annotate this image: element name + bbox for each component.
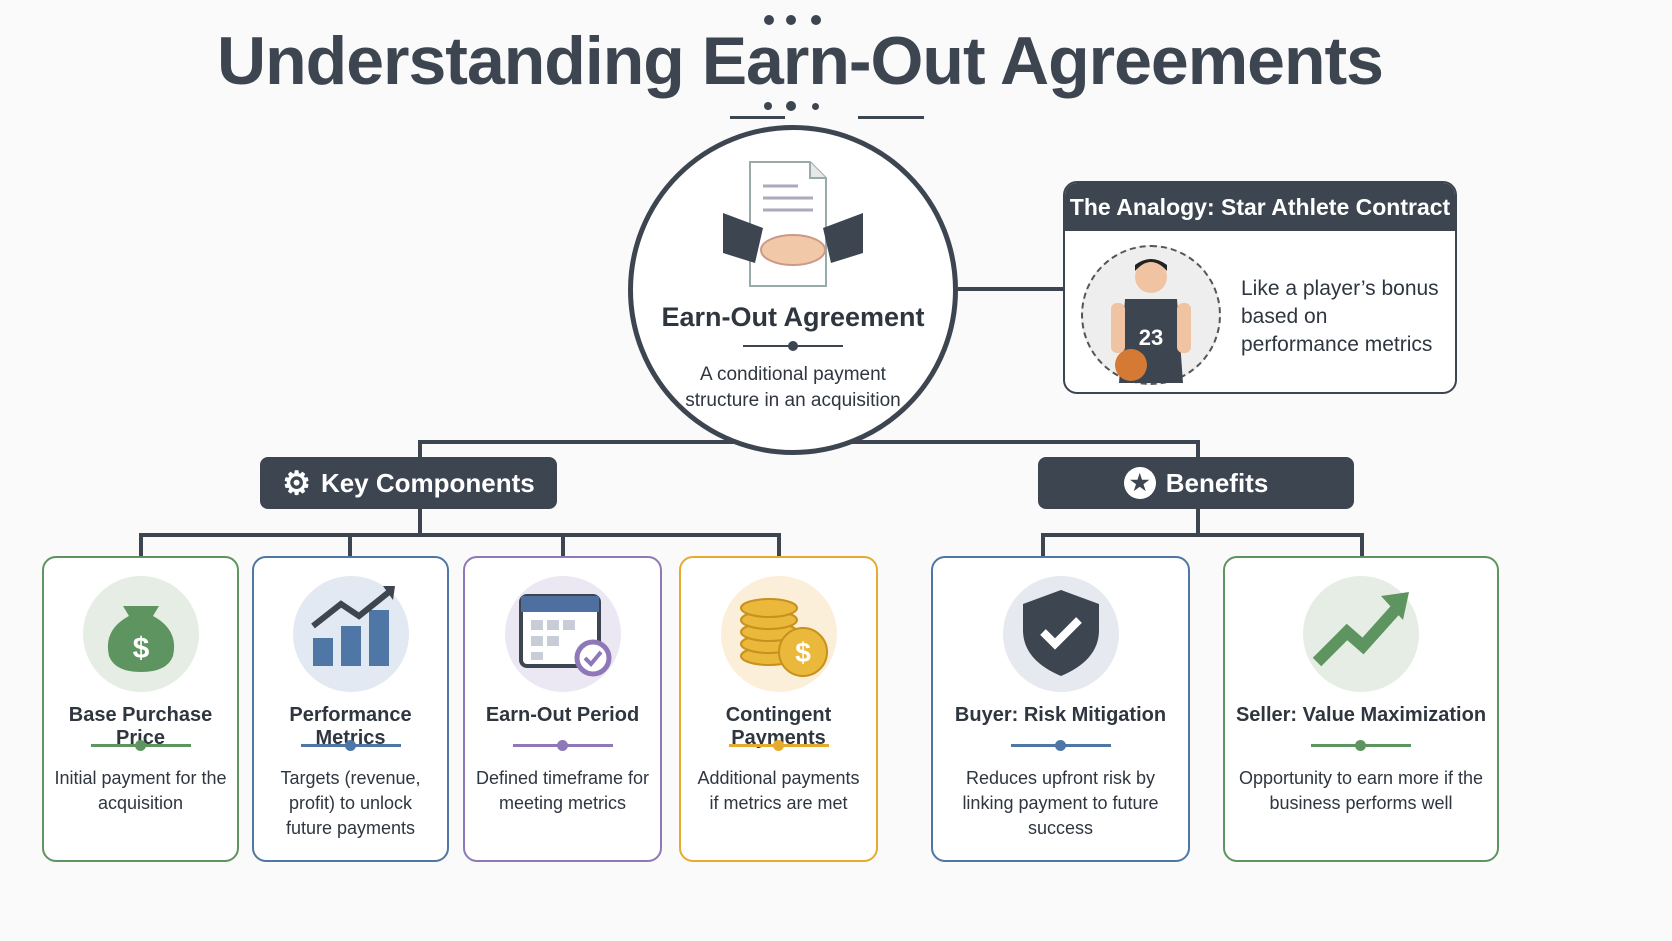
money-bag-icon: $	[82, 576, 199, 692]
trend-up-arrow-icon	[1303, 576, 1419, 692]
card-earn-out-period: Earn-Out Period Defined timeframe for me…	[463, 556, 662, 862]
connector	[1196, 440, 1200, 458]
benefits-header: ★ Benefits	[1038, 457, 1354, 509]
card-title: Performance Metrics	[289, 704, 412, 749]
star-icon: ★	[1123, 467, 1156, 499]
card-divider	[1311, 740, 1411, 751]
card-seller-value-maximization: Seller: Value Maximization Opportunity t…	[1223, 556, 1499, 862]
card-divider	[728, 740, 829, 751]
connector	[348, 533, 352, 556]
svg-text:$: $	[795, 637, 811, 668]
connector	[1041, 533, 1364, 537]
athlete-illustration-icon: 23	[1081, 245, 1221, 385]
key-components-label: Key Components	[320, 467, 535, 498]
decor-line	[858, 116, 924, 119]
connector	[958, 287, 1064, 291]
connector	[139, 533, 143, 556]
card-description: Reduces upfront risk by linking payment …	[962, 768, 1159, 838]
connector	[1196, 509, 1200, 535]
connector	[561, 533, 565, 556]
connector	[777, 533, 781, 556]
card-description: Initial payment for the acquisition	[54, 768, 227, 813]
decor-line	[730, 116, 785, 119]
card-divider	[90, 740, 191, 751]
card-description: Targets (revenue, profit) to unlock futu…	[280, 768, 421, 838]
card-description: Defined timeframe for meeting metrics	[475, 768, 650, 813]
decor-dot	[786, 15, 796, 25]
key-components-header: ⚙ Key Components	[260, 457, 557, 509]
divider-dot	[788, 341, 798, 351]
center-title: Earn-Out Agreement	[661, 302, 925, 332]
connector	[1360, 533, 1364, 556]
decor-dot	[764, 102, 772, 110]
card-description: Additional payments if metrics are met	[697, 768, 860, 813]
svg-text:$: $	[132, 632, 149, 665]
connector	[1041, 533, 1045, 556]
card-description: Opportunity to earn more if the business…	[1238, 768, 1484, 813]
card-divider	[512, 740, 613, 751]
decor-dot	[811, 15, 821, 25]
card-buyer-risk-mitigation: Buyer: Risk Mitigation Reduces upfront r…	[931, 556, 1190, 862]
card-base-purchase-price: $ Base Purchase Price Initial payment fo…	[42, 556, 239, 862]
analogy-text: Like a player’s bonus based on performan…	[1241, 277, 1439, 356]
benefits-label: Benefits	[1165, 467, 1269, 498]
card-title: Seller: Value Maximization	[1235, 704, 1487, 726]
card-contingent-payments: $ Contingent Payments Additional payment…	[679, 556, 878, 862]
central-concept: Earn-Out Agreement A conditional payment…	[628, 125, 958, 455]
decor-dot	[764, 15, 774, 25]
decor-dot	[786, 101, 796, 111]
card-title: Contingent Payments	[725, 704, 832, 749]
analogy-header: The Analogy: Star Athlete Contract	[1065, 183, 1455, 231]
card-title: Base Purchase Price	[68, 704, 213, 749]
decor-dot	[812, 103, 819, 110]
page-title: Understanding Earn-Out Agreements	[217, 23, 1384, 99]
coins-icon: $	[720, 576, 837, 692]
gear-icon: ⚙	[282, 465, 311, 501]
calendar-icon	[504, 576, 621, 692]
card-title: Buyer: Risk Mitigation	[954, 704, 1167, 726]
handshake-document-icon	[723, 161, 863, 287]
card-performance-metrics: Performance Metrics Targets (revenue, pr…	[252, 556, 449, 862]
card-divider	[300, 740, 401, 751]
shield-check-icon	[1002, 576, 1119, 692]
connector	[139, 533, 781, 537]
connector	[418, 440, 422, 458]
analogy-box: The Analogy: Star Athlete Contract 23 Li…	[1063, 181, 1457, 394]
bar-chart-icon	[292, 576, 409, 692]
card-divider	[1010, 740, 1111, 751]
card-title: Earn-Out Period	[485, 704, 640, 726]
connector	[418, 509, 422, 535]
center-description: A conditional payment structure in an ac…	[685, 364, 901, 411]
svg-text:23: 23	[1139, 325, 1163, 350]
